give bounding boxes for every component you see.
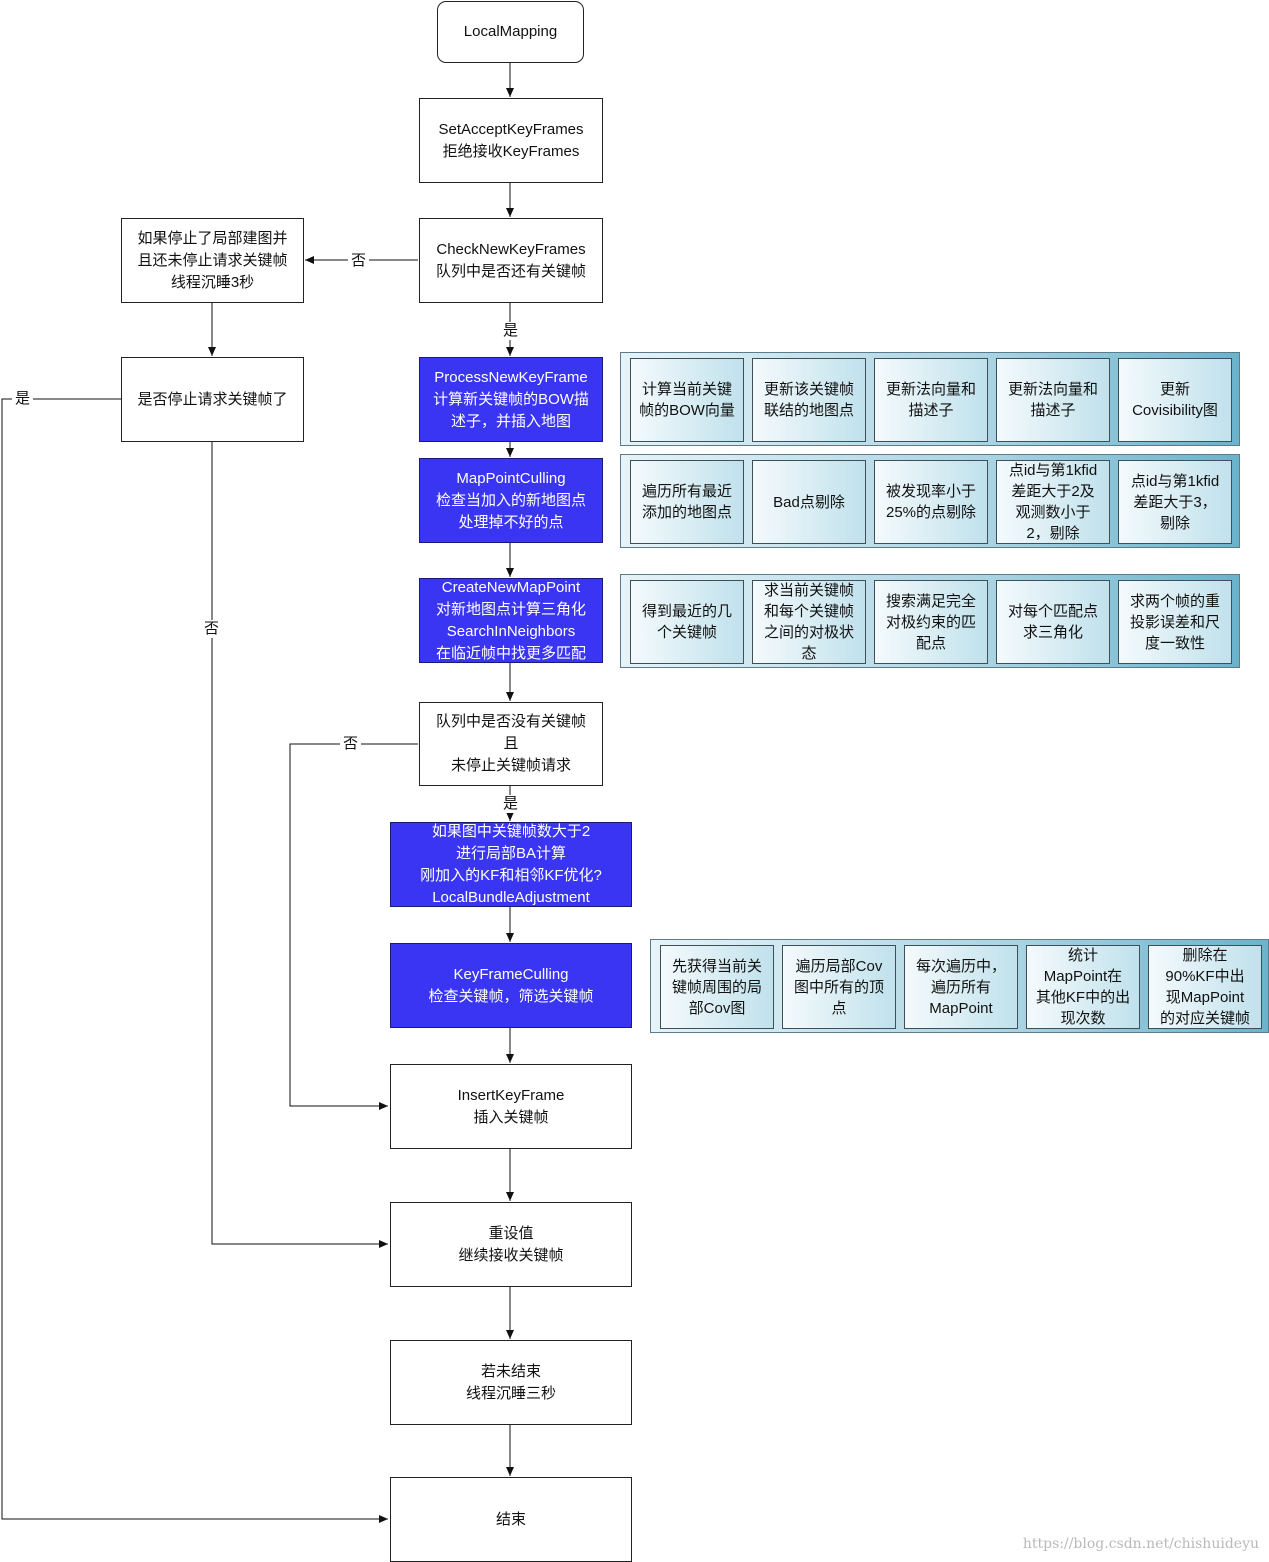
detail-cell-text: 被发现率小于 25%的点剔除 [885,483,977,521]
detail-cell-text: 对每个匹配点 求三角化 [1007,603,1098,641]
detail-cell-text: 点id与第1kfid 差距大于3， 剔除 [1130,472,1220,532]
detail-cell-text: 更新法向量和 描述子 [1007,381,1098,419]
detail-cell-text: 得到最近的几 个关键帧 [641,603,732,641]
watermark: https://blog.csdn.net/chishuideyu [1022,1536,1259,1552]
node-process-new-text: ProcessNewKeyFrame 计算新关键帧的BOW描 述子，并插入地图 [433,368,589,430]
detail-cell-text: Bad点剔除 [773,493,845,511]
node-reset-text: 重设值 继续接收关键帧 [458,1224,564,1264]
node-check-new: CheckNewKeyFrames 队列中是否还有关键帧 [419,218,603,303]
edge-queue-no [289,743,418,1110]
node-create-new-mappoint: CreateNewMapPoint 对新地图点计算三角化 SearchInNei… [419,578,603,663]
node-keyframe-culling-text: KeyFrameCulling 检查关键帧，筛选关键帧 [428,965,594,1005]
detail-cell-text: 遍历所有最近 添加的地图点 [641,483,732,521]
node-insert-keyframe: InsertKeyFrame 插入关键帧 [390,1064,632,1149]
node-queue-empty: 队列中是否没有关键帧 且 未停止关键帧请求 [419,702,603,786]
detail-cell: 更新该关键帧 联结的地图点 [752,358,866,442]
detail-cell-text: 每次遍历中， 遍历所有 MapPoint [915,957,1006,1017]
detail-cell: 求当前关键帧 和每个关键帧 之间的对极状 态 [752,580,866,664]
detail-cell: 先获得当前关 键帧周围的局 部Cov图 [660,945,774,1029]
detail-cell: 点id与第1kfid 差距大于3， 剔除 [1118,460,1232,544]
detail-cell: Bad点剔除 [752,460,866,544]
node-local-ba: 如果图中关键帧数大于2 进行局部BA计算 刚加入的KF和相邻KF优化? Loca… [390,822,632,907]
label-queue-no: 否 [340,735,362,753]
detail-cell-text: 更新 Covisibility图 [1132,381,1218,419]
detail-cell-text: 先获得当前关 键帧周围的局 部Cov图 [671,957,762,1017]
detail-cell: 计算当前关键 帧的BOW向量 [630,358,744,442]
detail-cell: 被发现率小于 25%的点剔除 [874,460,988,544]
node-mappoint-culling: MapPointCulling 检查当加入的新地图点 处理掉不好的点 [419,458,603,543]
node-create-new-mappoint-text: CreateNewMapPoint 对新地图点计算三角化 SearchInNei… [435,578,586,662]
detail-panel-culling: 遍历所有最近 添加的地图点 Bad点剔除 被发现率小于 25%的点剔除 点id与… [620,454,1240,548]
node-insert-keyframe-text: InsertKeyFrame 插入关键帧 [457,1086,565,1126]
detail-cell: 统计 MapPoint在 其他KF中的出 现次数 [1026,945,1140,1029]
detail-cell: 遍历局部Cov 图中所有的顶 点 [782,945,896,1029]
node-queue-empty-text: 队列中是否没有关键帧 且 未停止关键帧请求 [435,713,586,774]
detail-panel-create: 得到最近的几 个关键帧 求当前关键帧 和每个关键帧 之间的对极状 态 搜索满足完… [620,574,1240,668]
detail-panel-process: 计算当前关键 帧的BOW向量 更新该关键帧 联结的地图点 更新法向量和 描述子 … [620,352,1240,446]
detail-cell-text: 统计 MapPoint在 其他KF中的出 现次数 [1035,947,1131,1027]
node-stopped-sleep: 如果停止了局部建图并 且还未停止请求关键帧 线程沉睡3秒 [121,218,304,303]
node-stop-requested: 是否停止请求关键帧了 [121,357,304,442]
detail-cell-text: 更新该关键帧 联结的地图点 [763,381,854,419]
detail-cell: 求两个帧的重 投影误差和尺 度一致性 [1118,580,1232,664]
detail-cell-text: 删除在 90%KF中出 现MapPoint 的对应关键帧 [1159,947,1250,1027]
node-set-accept-text: SetAcceptKeyFrames 拒绝接收KeyFrames [438,120,584,160]
node-local-ba-text: 如果图中关键帧数大于2 进行局部BA计算 刚加入的KF和相邻KF优化? Loca… [420,822,602,906]
node-reset: 重设值 继续接收关键帧 [390,1202,632,1287]
detail-cell: 搜索满足完全 对极约束的匹 配点 [874,580,988,664]
edge-stop-no [211,441,388,1248]
detail-cell-text: 计算当前关键 帧的BOW向量 [639,381,735,419]
detail-cell-text: 更新法向量和 描述子 [885,381,976,419]
detail-cell: 对每个匹配点 求三角化 [996,580,1110,664]
detail-cell: 得到最近的几 个关键帧 [630,580,744,664]
detail-cell: 更新法向量和 描述子 [996,358,1110,442]
edge-stop-yes [1,398,388,1523]
detail-cell: 遍历所有最近 添加的地图点 [630,460,744,544]
detail-cell: 点id与第1kfid 差距大于2及 观测数小于 2，剔除 [996,460,1110,544]
detail-cell-text: 搜索满足完全 对极约束的匹 配点 [885,592,976,652]
node-start-text: LocalMapping [463,23,558,40]
detail-cell: 更新 Covisibility图 [1118,358,1232,442]
node-keyframe-culling: KeyFrameCulling 检查关键帧，筛选关键帧 [390,943,632,1028]
detail-cell-text: 求当前关键帧 和每个关键帧 之间的对极状 态 [763,582,854,662]
node-mappoint-culling-text: MapPointCulling 检查当加入的新地图点 处理掉不好的点 [435,469,586,531]
label-stop-yes: 是 [12,390,34,408]
node-check-new-text: CheckNewKeyFrames 队列中是否还有关键帧 [435,240,586,280]
label-check-yes: 是 [500,322,522,340]
label-check-no: 否 [348,252,370,270]
detail-cell-text: 遍历局部Cov 图中所有的顶 点 [793,957,884,1017]
detail-cell: 删除在 90%KF中出 现MapPoint 的对应关键帧 [1148,945,1262,1029]
detail-cell: 每次遍历中， 遍历所有 MapPoint [904,945,1018,1029]
node-end-text: 结束 [495,1510,526,1528]
node-sleep-text: 若未结束 线程沉睡三秒 [465,1362,556,1402]
detail-cell-text: 点id与第1kfid 差距大于2及 观测数小于 2，剔除 [1008,462,1098,542]
node-start: LocalMapping [437,1,584,63]
label-queue-yes: 是 [500,795,522,813]
detail-cell-text: 求两个帧的重 投影误差和尺 度一致性 [1129,592,1220,652]
node-process-new: ProcessNewKeyFrame 计算新关键帧的BOW描 述子，并插入地图 [419,357,603,442]
node-sleep: 若未结束 线程沉睡三秒 [390,1340,632,1425]
detail-panel-kf-culling: 先获得当前关 键帧周围的局 部Cov图 遍历局部Cov 图中所有的顶 点 每次遍… [650,939,1269,1033]
node-set-accept: SetAcceptKeyFrames 拒绝接收KeyFrames [419,98,603,183]
node-stop-requested-text: 是否停止请求关键帧了 [137,390,288,408]
label-stop-no: 否 [201,620,223,638]
detail-cell: 更新法向量和 描述子 [874,358,988,442]
node-stopped-sleep-text: 如果停止了局部建图并 且还未停止请求关键帧 线程沉睡3秒 [137,229,288,291]
node-end: 结束 [390,1477,632,1562]
